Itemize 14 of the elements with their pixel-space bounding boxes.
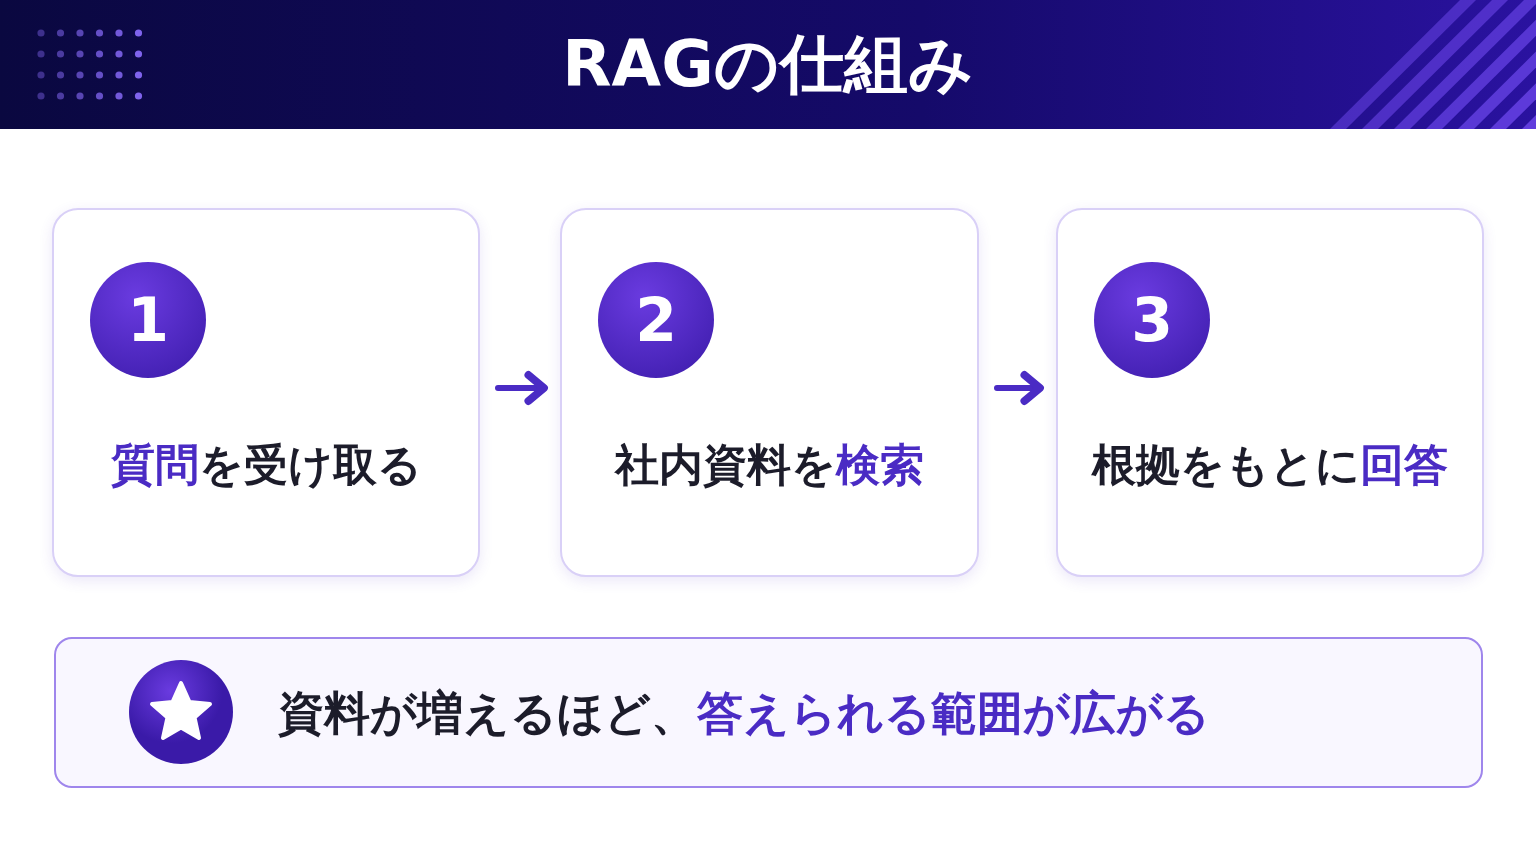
title: RAGの仕組み xyxy=(562,26,974,102)
step-card xyxy=(52,208,480,577)
step-text: 社内資料を検索 xyxy=(613,438,925,492)
step-number: 2 xyxy=(598,262,714,378)
arrow xyxy=(994,371,1044,405)
arrow xyxy=(495,371,548,405)
step-text: 根拠をもとに回答 xyxy=(1090,438,1449,492)
step-number: 1 xyxy=(90,262,206,378)
summary-text: 資料が増えるほど、答えられる範囲が広がる xyxy=(278,685,1210,742)
step-number: 3 xyxy=(1094,262,1210,378)
summary-banner xyxy=(54,637,1483,788)
step-text: 質問を受け取る xyxy=(109,438,423,492)
step-card xyxy=(560,208,979,577)
step-card xyxy=(1056,208,1484,577)
